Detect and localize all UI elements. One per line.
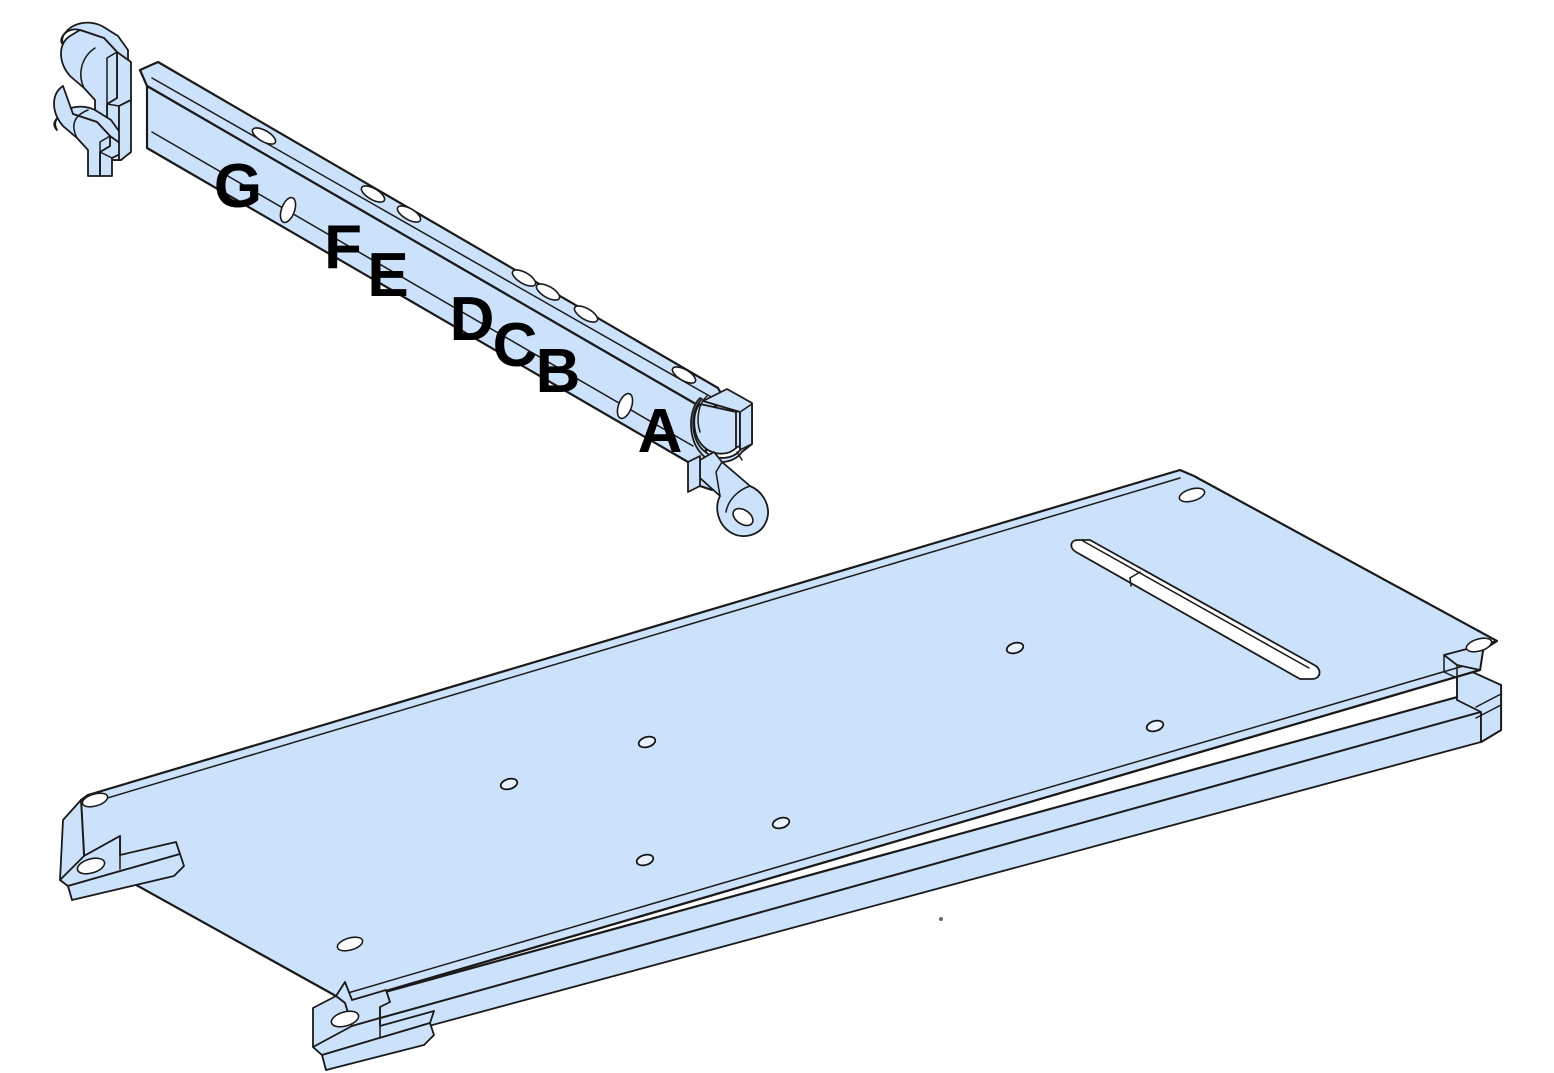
- part-adjustable-mounting-rail: G F E D C B A: [53, 21, 769, 537]
- rail-mark-A: A: [638, 397, 683, 466]
- rail-mark-D: D: [450, 285, 495, 354]
- rail-top-crease: [151, 77, 714, 399]
- rail-mark-E: E: [367, 241, 408, 310]
- rail-pivot-latch: [690, 388, 753, 471]
- plate-face-holes: [499, 641, 1165, 867]
- rail-mark-G: G: [214, 152, 262, 221]
- plate-front-fold-crease: [344, 669, 1481, 1004]
- rail-front-face-holes: [279, 196, 634, 420]
- plate-front-fold-crease-2: [340, 661, 1478, 996]
- plate-mounting-tab-front: [312, 981, 435, 1071]
- rail-top-face: [138, 60, 728, 412]
- rail-top-face-holes: [251, 127, 697, 384]
- plate-rear-fold-crease: [93, 477, 1181, 803]
- rail-mark-B: B: [536, 337, 581, 406]
- rail-mark-C: C: [493, 311, 538, 380]
- rail-hook-web: [118, 99, 132, 161]
- rail-eyelet-tab: [699, 451, 769, 537]
- rail-front-bevel: [151, 131, 694, 447]
- rail-position-marks: G F E D C B A: [214, 152, 683, 466]
- rail-mark-F: F: [324, 213, 362, 282]
- plate-mounting-tab-left: [59, 799, 185, 901]
- part-base-mounting-plate: [59, 468, 1503, 1071]
- plate-corner-holes: [81, 487, 1493, 952]
- plate-reference-speck: [939, 917, 943, 921]
- plate-adjustment-slot: [1070, 539, 1321, 680]
- rail-spur: [687, 455, 701, 493]
- rail-hook-prong-lower: [53, 85, 125, 177]
